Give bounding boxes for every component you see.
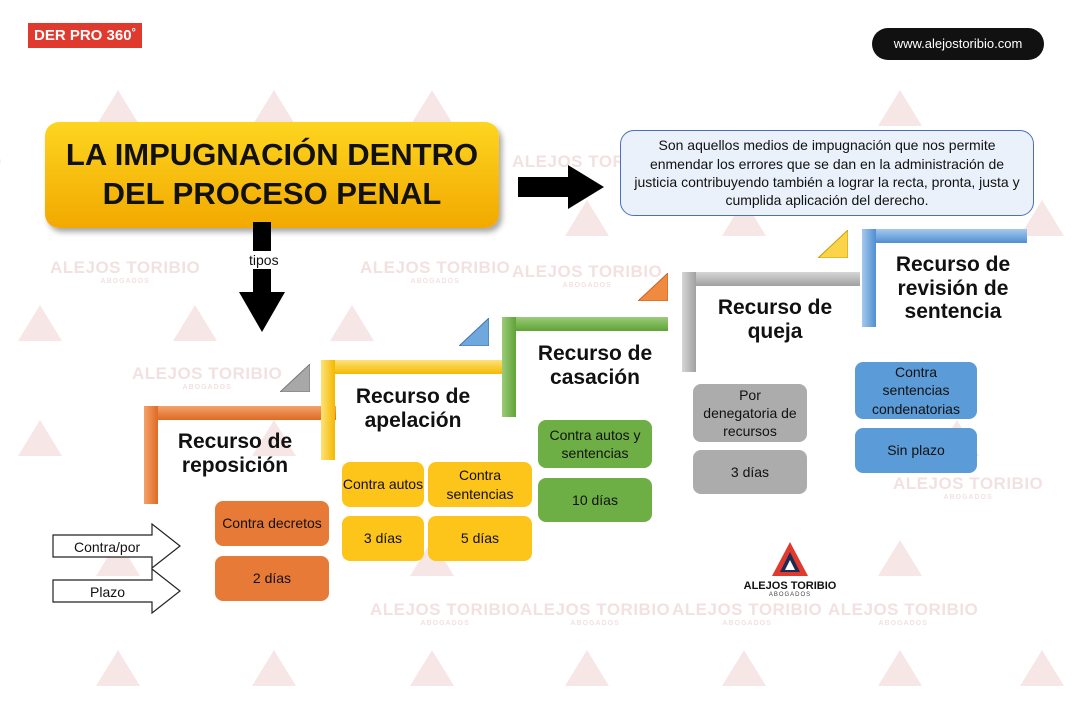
title-box: LA IMPUGNACIÓN DENTRO DEL PROCESO PENAL (45, 122, 499, 228)
legend-contra-arrow-icon (52, 523, 181, 569)
legend-plazo-arrow-icon (52, 568, 181, 614)
watermark-text: ALEJOS TORIBIO (512, 262, 663, 281)
triangle-gray-icon (280, 364, 310, 392)
queja-plazo-box: 3 días (693, 450, 807, 494)
apelacion-contra-sentencias-box: Contra sentencias (428, 462, 532, 507)
heading-reposicion: Recurso de reposición (177, 430, 293, 477)
website-pill[interactable]: www.alejostoribio.com (872, 28, 1044, 60)
triangle-orange-icon (638, 273, 668, 301)
heading-apelacion: Recurso de apelación (355, 385, 471, 432)
center-logo: ALEJOS TORIBIO ABOGADOS (740, 540, 840, 598)
watermark-subtext: ABOGADOS (722, 620, 772, 627)
watermark-subtext: ABOGADOS (410, 278, 460, 285)
watermark-text: ALEJOS TORIBIO (360, 258, 511, 277)
legend-plazo-label: Plazo (90, 584, 126, 600)
definition-box: Son aquellos medios de impugnación que n… (620, 130, 1034, 216)
triangle-yellow-icon (818, 230, 848, 258)
watermark-subtext: ABOGADOS (182, 384, 232, 391)
brand-tag-text: DER PRO 360 (34, 27, 132, 44)
watermark-subtext: ABOGADOS (100, 278, 150, 285)
logo-triangle-icon (772, 542, 808, 576)
tipos-label: tipos (246, 251, 282, 269)
casacion-plazo-box: 10 días (538, 478, 652, 522)
watermark-text: ALEJOS TORIBIO (672, 600, 823, 619)
brand-tag: DER PRO 360° (28, 23, 142, 48)
watermark-text: ALEJOS TORIBIO (370, 600, 521, 619)
watermark-subtext: ABOGADOS (943, 494, 993, 501)
legend-contra-label: Contra/por (74, 539, 141, 555)
heading-queja: Recurso de queja (717, 296, 833, 343)
down-arrow-icon (239, 222, 285, 332)
apelacion-contra-autos-box: Contra autos (342, 462, 424, 507)
heading-casacion: Recurso de casación (537, 342, 653, 389)
center-logo-sub: ABOGADOS (768, 592, 812, 598)
reposicion-plazo-box: 2 días (215, 556, 329, 601)
apelacion-plazo-sentencias-box: 5 días (428, 516, 532, 561)
apelacion-plazo-autos-box: 3 días (342, 516, 424, 561)
revision-contra-box: Contra sentencias condenatorias (855, 362, 977, 419)
queja-contra-box: Por denegatoria de recursos (693, 384, 807, 442)
revision-plazo-box: Sin plazo (855, 428, 977, 473)
reposicion-contra-box: Contra decretos (215, 501, 329, 546)
watermark-text: ALEJOS TORIBIO (50, 258, 201, 277)
casacion-contra-box: Contra autos y sentencias (538, 420, 652, 468)
watermark-text: ALEJOS TORIBIO (132, 364, 283, 383)
right-arrow-icon (518, 165, 604, 209)
triangle-blue-icon (459, 318, 489, 346)
heading-revision: Recurso de revisión de sentencia (895, 253, 1011, 324)
watermark-subtext: ABOGADOS (570, 620, 620, 627)
watermark-subtext: ABOGADOS (562, 282, 612, 289)
watermark-text: ALEJOS TORIBIO (893, 474, 1044, 493)
watermark-text: ALEJOS TORIBIO (520, 600, 671, 619)
brand-tag-degree: ° (131, 27, 136, 39)
watermark-text: ALEJOS TORIBIO (828, 600, 979, 619)
watermark-subtext: ABOGADOS (878, 620, 928, 627)
watermark-subtext: ABOGADOS (420, 620, 470, 627)
center-logo-name: ALEJOS TORIBIO (743, 580, 837, 592)
